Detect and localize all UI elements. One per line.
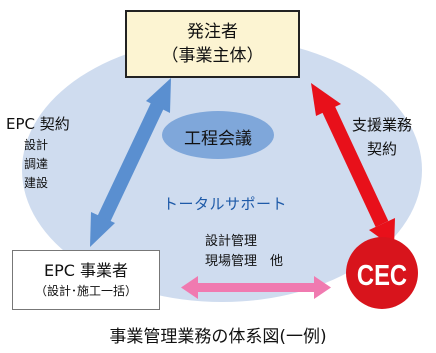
epc-item-design: 設計: [24, 138, 49, 152]
cec-logo-text: CEC: [357, 259, 407, 292]
management-arrow: [181, 276, 331, 299]
orderer-label: 発注者: [187, 22, 238, 42]
management-line2: 現場管理 他: [205, 254, 284, 269]
epc-contract-arrow: [90, 78, 171, 247]
cec-logo-circle: [346, 237, 418, 309]
orderer-sublabel: （事業主体）: [161, 46, 264, 66]
epc-contract-title: EPC 契約: [6, 115, 70, 133]
support-contract-label: 支援業務 契約: [352, 113, 412, 161]
epc-item-procurement: 調達: [24, 157, 49, 171]
orderer-box: 発注者 （事業主体）: [125, 10, 300, 78]
support-contract-line1: 支援業務: [352, 116, 413, 134]
management-line1: 設計管理: [205, 234, 258, 249]
epc-item-construction: 建設: [24, 176, 49, 190]
support-contract-line2: 契約: [367, 140, 398, 158]
epc-contractor-label: EPC 事業者: [43, 261, 129, 280]
meeting-label: 工程会議: [184, 129, 252, 149]
epc-contract-items: 設計 調達 建設: [24, 136, 48, 193]
epc-contractor-box: EPC 事業者 （設計･施工一括）: [12, 250, 160, 310]
meeting-ellipse: [162, 111, 274, 159]
total-support-label: トータルサポート: [162, 195, 287, 213]
diagram-caption: 事業管理業務の体系図(一例): [109, 327, 327, 347]
management-label: 設計管理 現場管理 他: [205, 232, 283, 272]
epc-contractor-sublabel: （設計･施工一括）: [34, 284, 137, 298]
cec-logo: CEC: [346, 237, 418, 309]
